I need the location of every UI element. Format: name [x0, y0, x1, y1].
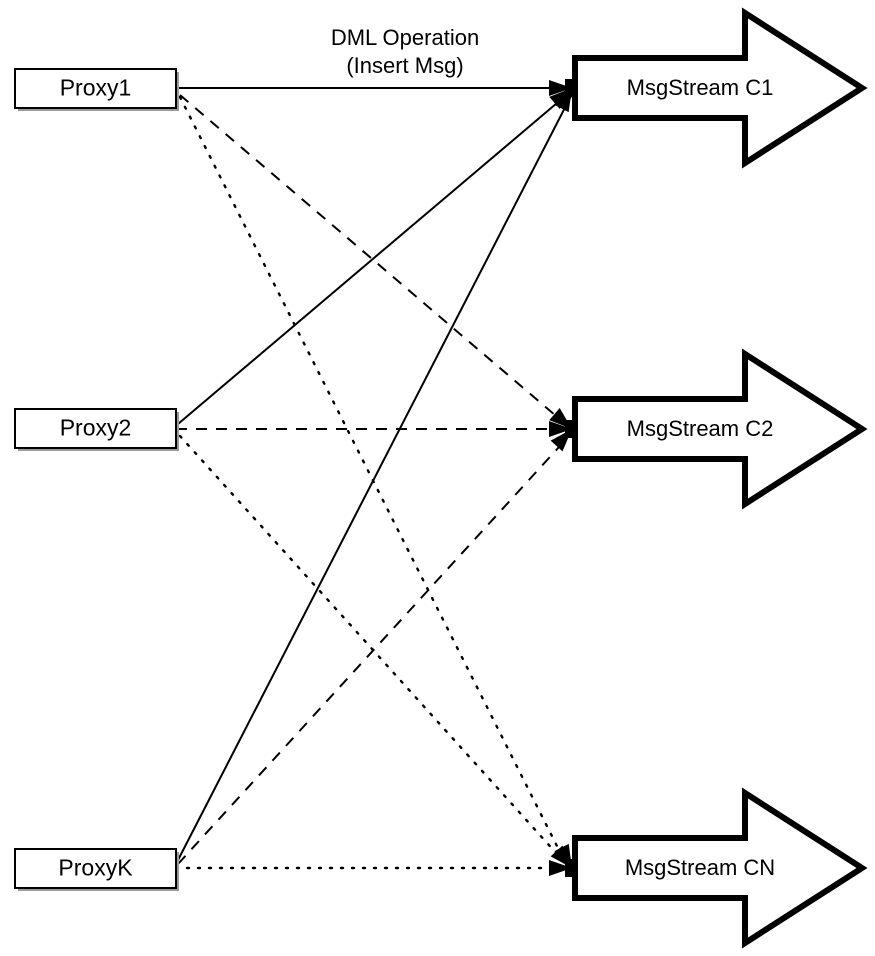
proxy-box[interactable]: [14, 408, 177, 449]
edge-label-line1: DML Operation: [331, 25, 479, 50]
arrowhead-proxy2-to-c2: [549, 421, 572, 437]
proxy-node-proxy2[interactable]: Proxy2: [14, 408, 179, 451]
link-proxy1-to-c2: [179, 94, 570, 428]
proxy-node-proxyK[interactable]: ProxyK: [14, 848, 179, 891]
proxy-box[interactable]: [14, 848, 177, 889]
links-layer: [174, 87, 573, 870]
arrowhead-proxyK-to-cn: [549, 860, 572, 876]
dml-operation-label: DML Operation (Insert Msg): [331, 25, 479, 78]
stream-node-stream_c2[interactable]: MsgStream C2: [572, 348, 868, 510]
stream-arrow-shape[interactable]: [572, 7, 868, 169]
proxy-box[interactable]: [14, 68, 177, 109]
proxy-label: Proxy2: [60, 415, 132, 441]
stream-arrow-shape[interactable]: [572, 787, 868, 949]
stream-label: MsgStream C1: [627, 75, 774, 100]
arrowhead-cluster-stream_c2: [565, 420, 575, 438]
stream-label: MsgStream C2: [627, 416, 774, 441]
stream-node-stream_cn[interactable]: MsgStream CN: [572, 787, 868, 949]
proxy-node-proxy1[interactable]: Proxy1: [14, 68, 179, 111]
link-proxyK-to-c1: [176, 93, 573, 863]
arrowhead-cluster-stream_c1: [565, 79, 575, 97]
arrowheads-layer: [549, 79, 575, 877]
stream-label: MsgStream CN: [625, 855, 775, 880]
streams-layer: MsgStream C1 MsgStream C2 MsgStream CN: [572, 7, 868, 949]
proxy-label: Proxy1: [60, 75, 132, 101]
arrowhead-cluster-stream_cn: [565, 859, 575, 877]
stream-arrow-shape[interactable]: [572, 348, 868, 510]
stream-node-stream_c1[interactable]: MsgStream C1: [572, 7, 868, 169]
link-proxyK-to-c2: [177, 434, 571, 865]
link-proxy2-to-c1: [177, 91, 571, 425]
proxy-label: ProxyK: [58, 855, 133, 881]
arrowhead-proxy1-to-c1: [549, 80, 572, 96]
edge-label-line2: (Insert Msg): [346, 53, 463, 78]
